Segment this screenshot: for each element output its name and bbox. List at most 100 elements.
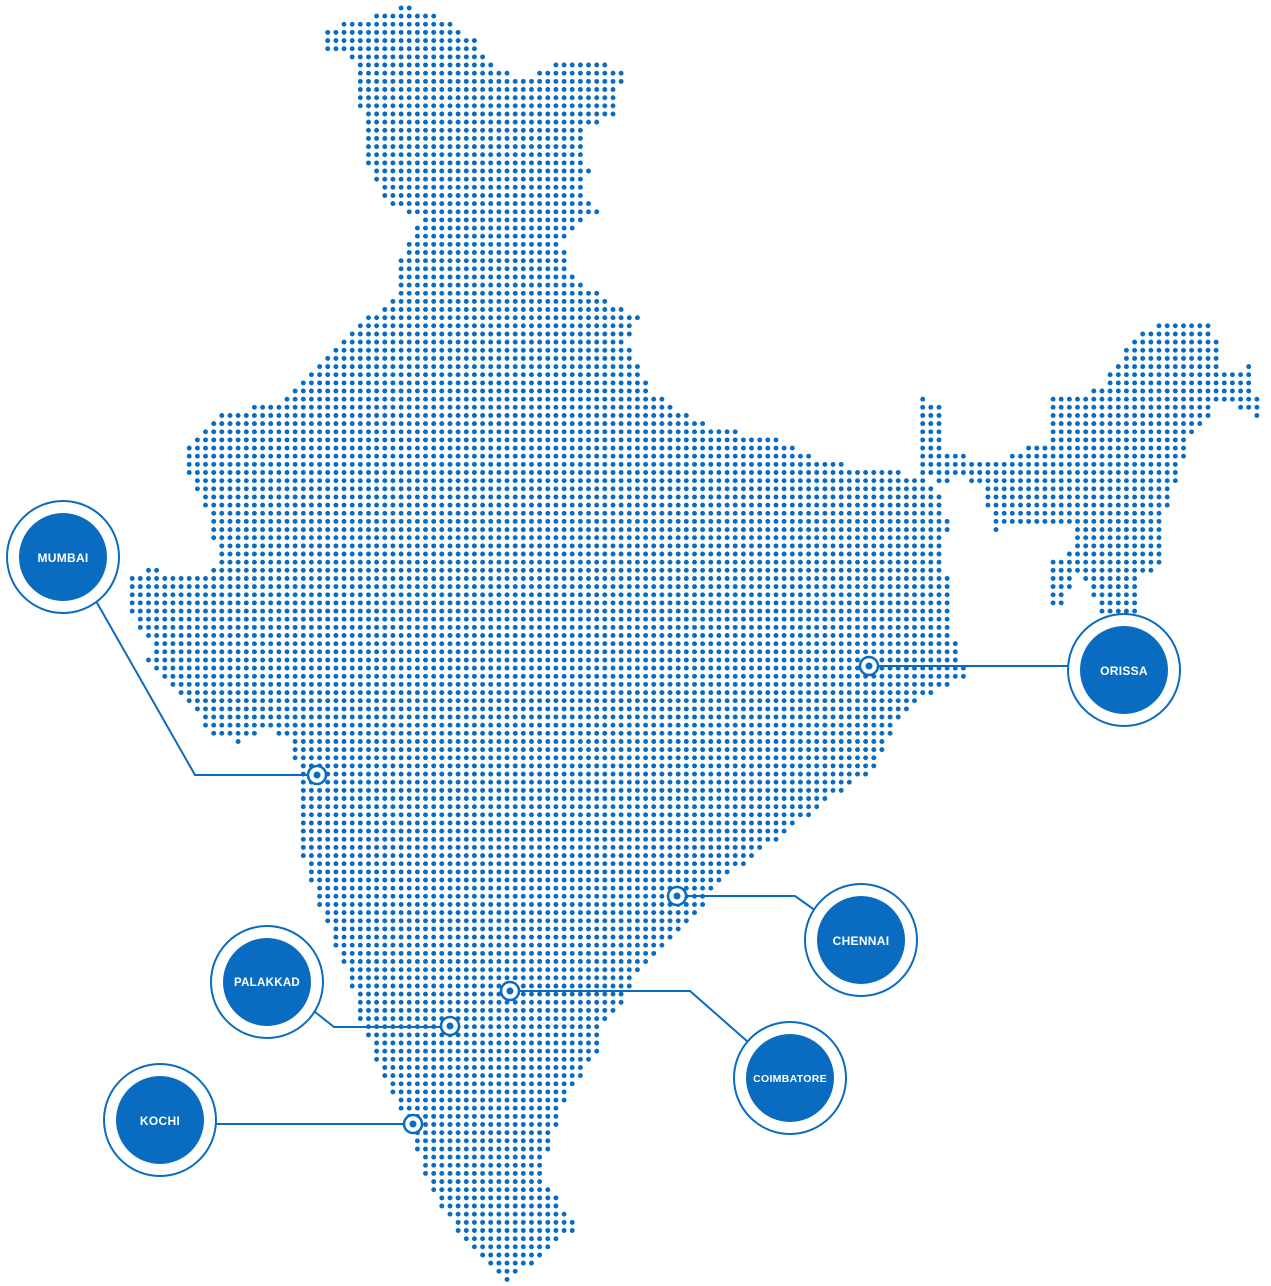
map-dot <box>496 543 502 549</box>
map-dot <box>814 649 820 655</box>
map-dot <box>447 355 453 361</box>
map-dot <box>634 510 640 516</box>
map-dot <box>732 535 738 541</box>
map-dot <box>586 168 591 174</box>
map-dot <box>806 624 812 630</box>
map-dot <box>211 429 217 435</box>
map-dot <box>545 518 551 524</box>
map-dot <box>268 543 274 549</box>
map-dot <box>439 54 445 60</box>
map-dot <box>512 388 518 394</box>
map-dot <box>594 470 600 475</box>
map-dot <box>520 364 526 370</box>
map-dot <box>1107 470 1113 475</box>
map-dot <box>260 633 266 638</box>
map-dot <box>594 298 600 304</box>
map-dot <box>333 364 339 370</box>
map-dot <box>569 290 575 296</box>
map-dot <box>260 608 266 614</box>
map-dot <box>480 184 486 190</box>
map-dot <box>1189 388 1195 394</box>
map-dot <box>749 518 754 524</box>
map-dot <box>1132 510 1138 516</box>
map-dot <box>724 445 730 451</box>
map-dot <box>1099 388 1105 394</box>
map-dot <box>529 135 534 141</box>
map-dot <box>227 470 233 475</box>
map-dot <box>529 461 534 467</box>
map-dot <box>651 494 657 500</box>
map-dot <box>569 576 575 581</box>
map-dot <box>349 633 355 638</box>
map-dot <box>406 323 412 329</box>
map-dot <box>716 649 722 655</box>
map-dot <box>602 494 608 500</box>
map-dot <box>292 584 298 590</box>
map-dot <box>1026 494 1032 500</box>
map-dot <box>1140 331 1146 337</box>
map-dot <box>561 323 567 329</box>
map-dot <box>374 87 380 92</box>
map-dot <box>740 543 746 549</box>
map-dot <box>903 600 909 606</box>
map-dot <box>537 168 543 174</box>
map-dot <box>594 78 600 84</box>
map-dot <box>716 461 722 467</box>
map-dot <box>700 567 706 573</box>
map-dot <box>806 608 812 614</box>
map-dot <box>455 445 461 451</box>
map-dot <box>569 453 575 459</box>
map-dot <box>382 119 388 125</box>
map-dot <box>276 404 282 410</box>
map-dot <box>243 453 249 459</box>
map-dot <box>1132 551 1138 557</box>
map-dot <box>463 380 469 386</box>
map-dot <box>1034 470 1040 475</box>
map-dot <box>1066 486 1072 492</box>
map-dot <box>969 461 975 467</box>
map-dot <box>561 119 567 125</box>
map-dot <box>382 396 388 402</box>
map-dot <box>414 559 420 565</box>
map-dot <box>561 87 567 92</box>
map-dot <box>520 518 526 524</box>
map-dot <box>366 494 371 500</box>
map-dot <box>1034 518 1040 524</box>
map-dot <box>1091 437 1097 443</box>
map-dot <box>732 608 738 614</box>
map-dot <box>243 461 249 467</box>
map-dot <box>251 584 257 590</box>
map-dot <box>520 396 526 402</box>
map-dot <box>586 62 591 68</box>
map-dot <box>390 21 396 27</box>
map-dot <box>675 624 681 630</box>
map-dot <box>634 624 640 630</box>
map-dot <box>235 445 241 451</box>
map-dot <box>545 78 551 84</box>
map-dot <box>414 144 420 150</box>
map-dot <box>1172 429 1178 435</box>
map-dot <box>406 144 412 150</box>
map-dot <box>390 535 396 541</box>
map-dot <box>390 421 396 427</box>
map-dot <box>545 168 551 174</box>
map-dot <box>1050 494 1056 500</box>
map-dot <box>382 543 388 549</box>
map-dot <box>675 641 681 647</box>
map-dot <box>1042 478 1048 484</box>
map-dot <box>1132 518 1138 524</box>
map-dot <box>382 103 388 109</box>
map-dot <box>203 470 208 475</box>
map-dot <box>529 535 534 541</box>
map-dot <box>643 380 649 386</box>
map-dot <box>423 413 428 418</box>
map-dot <box>806 649 812 655</box>
map-dot <box>406 404 412 410</box>
map-dot <box>382 355 388 361</box>
map-dot <box>423 404 428 410</box>
map-dot <box>577 152 583 158</box>
map-dot <box>732 633 738 638</box>
map-dot <box>219 567 225 573</box>
map-dot <box>651 437 657 443</box>
map-dot <box>480 323 486 329</box>
